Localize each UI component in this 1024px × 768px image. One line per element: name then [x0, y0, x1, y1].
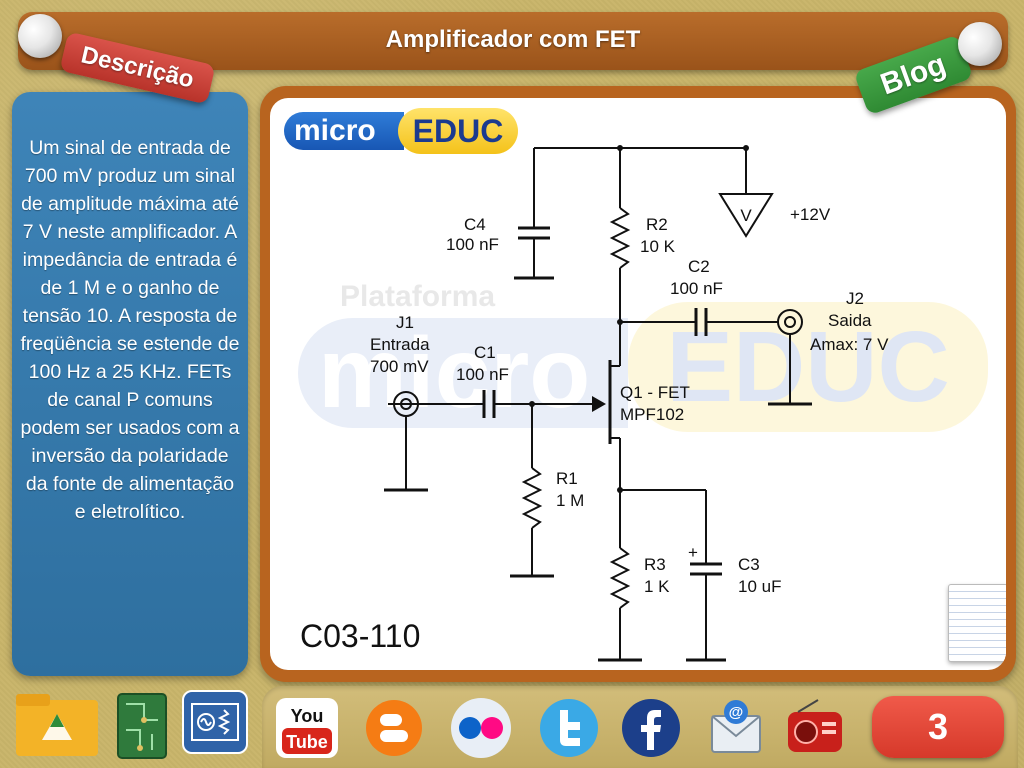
j1-value-label: 700 mV [370, 357, 429, 376]
c3-plus-label: + [688, 543, 698, 562]
r2-value-label: 10 K [640, 237, 676, 256]
circuit-code: C03-110 [300, 618, 421, 654]
radio-icon[interactable] [784, 696, 846, 760]
facebook-icon[interactable] [618, 696, 684, 760]
c1-name-label: C1 [474, 343, 496, 362]
c1-value-label: 100 nF [456, 365, 509, 384]
r3-value-label: 1 K [644, 577, 670, 596]
email-icon[interactable]: @ [706, 696, 766, 760]
pcb-board-icon[interactable] [114, 690, 170, 762]
youtube-you-text: You [291, 706, 324, 726]
microeduc-logo: micro EDUC [284, 106, 524, 158]
logo-educ: EDUC [398, 108, 518, 154]
q1-name-label: Q1 - FET [620, 383, 690, 402]
twitter-icon[interactable] [536, 696, 602, 760]
blogger-icon[interactable] [362, 696, 426, 760]
pin-left-icon [18, 14, 62, 58]
c3-value-label: 10 uF [738, 577, 781, 596]
youtube-tube-text: Tube [286, 732, 328, 752]
c2-name-label: C2 [688, 257, 710, 276]
r3-name-label: R3 [644, 555, 666, 574]
flickr-icon[interactable] [446, 696, 516, 760]
c4-value-label: 100 nF [446, 235, 499, 254]
pin-right-icon [958, 22, 1002, 66]
r1-value-label: 1 M [556, 491, 584, 510]
j2-label: Saida [828, 311, 872, 330]
page-number-badge[interactable]: 3 [872, 696, 1004, 758]
content-frame: Plataforma micro EDUC micro EDUC [260, 86, 1016, 682]
j2-name-label: J2 [846, 289, 864, 308]
c4-name-label: C4 [464, 215, 486, 234]
notes-icon[interactable] [948, 584, 1006, 662]
logo-micro: micro [284, 112, 404, 150]
r2-name-label: R2 [646, 215, 668, 234]
c3-name-label: C3 [738, 555, 760, 574]
q1-part-label: MPF102 [620, 405, 684, 424]
content-area: Plataforma micro EDUC micro EDUC [270, 98, 1006, 670]
j1-label: Entrada [370, 335, 430, 354]
youtube-icon[interactable]: You Tube [274, 696, 340, 760]
supply-symbol-label: V [740, 206, 752, 225]
page-title: Amplificador com FET [385, 26, 641, 53]
r1-name-label: R1 [556, 469, 578, 488]
supply-value-label: +12V [790, 205, 831, 224]
svg-text:@: @ [729, 704, 744, 721]
j2-amax-label: Amax: 7 V [810, 335, 889, 354]
circuit-schematic: V +12V C4 100 nF R2 10 K C2 100 nF J2 Sa… [370, 145, 889, 662]
description-panel: Um sinal de entrada de 700 mV produz um … [12, 92, 248, 676]
c2-value-label: 100 nF [670, 279, 723, 298]
google-drive-icon[interactable] [12, 690, 102, 760]
j1-name-label: J1 [396, 313, 414, 332]
circuit-simulator-icon[interactable] [182, 690, 248, 754]
description-text: Um sinal de entrada de 700 mV produz um … [20, 137, 240, 523]
